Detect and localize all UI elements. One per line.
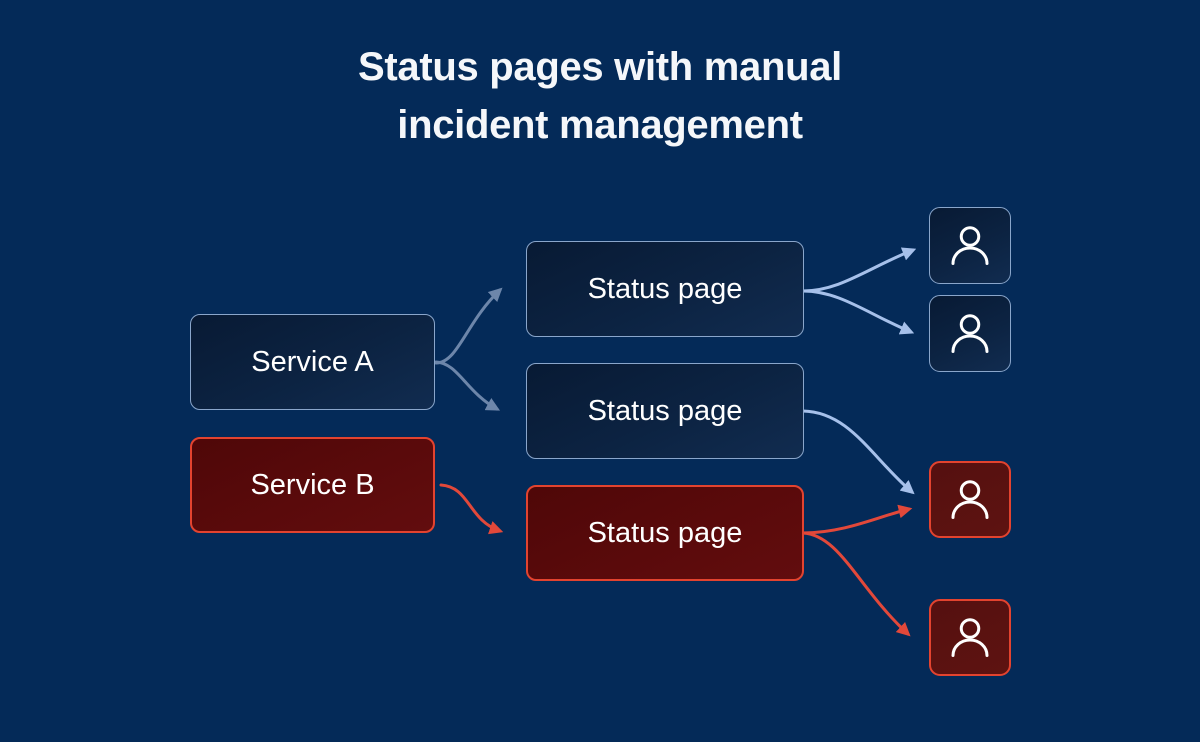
node-status-page-3: Status page (526, 485, 804, 581)
person-icon (951, 479, 989, 519)
node-status-page-2-label: Status page (587, 394, 743, 427)
node-status-page-3-label: Status page (587, 516, 743, 549)
title-line-1: Status pages with manual (357, 45, 842, 89)
node-status-page-2: Status page (526, 363, 804, 459)
title-line-2: incident management (397, 103, 803, 147)
node-user-3 (929, 461, 1011, 538)
person-icon (951, 225, 989, 265)
edge-status-page-1-to-user-2 (801, 289, 915, 335)
person-icon (951, 617, 989, 657)
edge-status-page-3-to-user-3 (801, 504, 913, 535)
page-title: Status pages with manual incident manage… (0, 38, 1200, 154)
edge-status-page-2-to-user-3 (801, 409, 915, 495)
edge-service-a-to-status-page-2 (434, 360, 501, 411)
node-service-b: Service B (190, 437, 435, 533)
edge-service-b-to-status-page-3 (439, 483, 504, 535)
node-status-page-1: Status page (526, 241, 804, 337)
node-service-b-label: Service B (250, 468, 375, 501)
node-service-a: Service A (190, 314, 435, 410)
node-user-2 (929, 295, 1011, 372)
node-user-1 (929, 207, 1011, 284)
node-status-page-1-label: Status page (587, 272, 743, 305)
person-icon (951, 313, 989, 353)
node-user-4 (929, 599, 1011, 676)
edge-status-page-1-to-user-1 (801, 247, 917, 293)
edge-service-a-to-status-page-1 (434, 287, 503, 365)
edge-status-page-3-to-user-4 (801, 531, 911, 637)
node-service-a-label: Service A (251, 345, 374, 378)
